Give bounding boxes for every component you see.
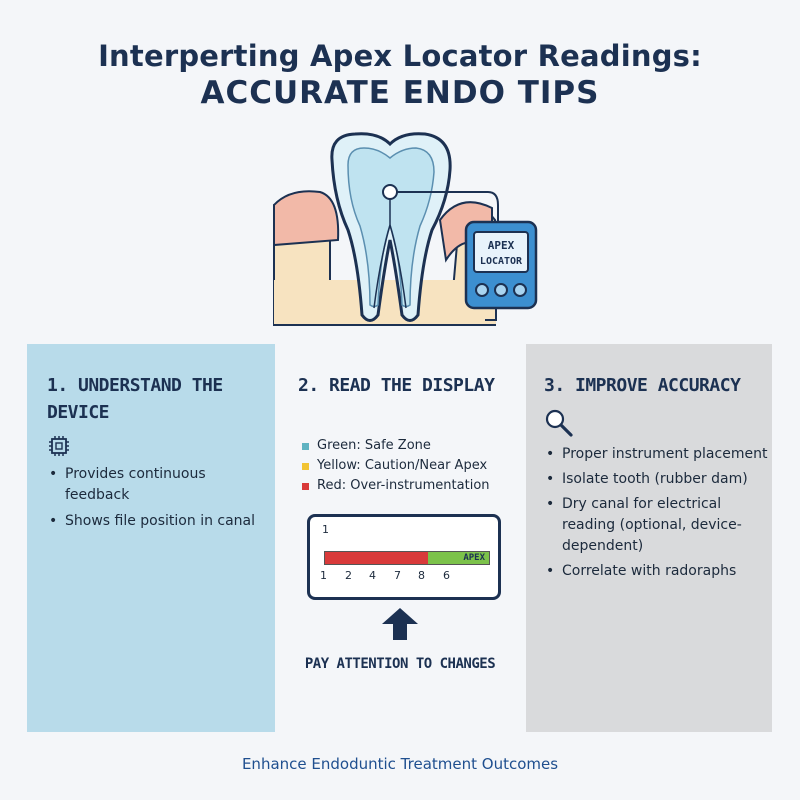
meter-top-number: 1 bbox=[322, 523, 329, 536]
yellow-swatch bbox=[302, 462, 309, 470]
green-swatch bbox=[302, 442, 309, 450]
meter-red-segment bbox=[325, 552, 428, 564]
device-label-1: APEX bbox=[488, 239, 515, 252]
title-line-1: Interperting Apex Locator Readings: bbox=[98, 39, 702, 73]
meter-tick-label: 8 bbox=[418, 569, 425, 582]
list-item: Provides continuous feedback bbox=[47, 464, 272, 506]
magnifier-icon bbox=[545, 409, 573, 437]
meter-tick-label: 6 bbox=[443, 569, 450, 582]
list-item: Isolate tooth (rubber dam) bbox=[544, 469, 769, 490]
wire bbox=[397, 191, 499, 222]
red-swatch bbox=[302, 482, 309, 490]
panel-title: 2. READ THE DISPLAY bbox=[298, 375, 495, 396]
device-button-2 bbox=[494, 283, 508, 297]
meter-ticks: 1 2 4 7 8 6 bbox=[320, 569, 480, 585]
meter-tick-label: 4 bbox=[369, 569, 376, 582]
footer-caption: Enhance Endoduntic Treatment Outcomes bbox=[241, 755, 559, 773]
list-item: Correlate with radoraphs bbox=[544, 561, 769, 582]
arrow-up-icon bbox=[382, 608, 418, 640]
device-button-1 bbox=[475, 283, 489, 297]
legend-item-yellow: Yellow: Caution/Near Apex bbox=[302, 456, 490, 476]
meter-tick-label: 2 bbox=[345, 569, 352, 582]
panel-title: 3. IMPROVE ACCURACY bbox=[544, 375, 741, 396]
panel-title: 1. UNDERSTAND THE DEVICE bbox=[47, 375, 223, 423]
understand-bullets: Provides continuous feedback Shows file … bbox=[47, 464, 272, 537]
page-title: Interperting Apex Locator Readings: ACCU… bbox=[0, 38, 800, 113]
title-line-2: ACCURATE ENDO TIPS bbox=[200, 75, 600, 112]
device-screen bbox=[473, 231, 529, 273]
apex-meter-display: 1 APEX 1 2 4 7 8 6 bbox=[307, 514, 501, 600]
list-item: Dry canal for electrical reading (option… bbox=[544, 494, 769, 557]
meter-bar: APEX bbox=[324, 551, 490, 565]
bone-base bbox=[274, 280, 496, 325]
meter-apex-label: APEX bbox=[463, 553, 485, 563]
list-item: Proper instrument placement bbox=[544, 444, 769, 465]
legend-item-green: Green: Safe Zone bbox=[302, 436, 490, 456]
tooth-apex-locator-illustration: APEX LOCATOR bbox=[273, 132, 538, 326]
improve-bullets: Proper instrument placement Isolate toot… bbox=[544, 444, 769, 586]
list-item: Shows file position in canal bbox=[47, 511, 272, 532]
panel-understand-device: 1. UNDERSTAND THE DEVICE Provides contin… bbox=[27, 344, 275, 732]
sensor-point bbox=[382, 184, 398, 200]
wire-lower bbox=[485, 308, 497, 321]
panel-read-display: 2. READ THE DISPLAY Green: Safe Zone Yel… bbox=[280, 344, 520, 732]
gum-left bbox=[273, 190, 340, 247]
zone-legend: Green: Safe Zone Yellow: Caution/Near Ap… bbox=[302, 436, 490, 496]
device-label-2: LOCATOR bbox=[480, 256, 523, 267]
meter-green-segment bbox=[428, 552, 489, 564]
panel-improve-accuracy: 3. IMPROVE ACCURACY Proper instrument pl… bbox=[526, 344, 772, 732]
chip-icon bbox=[49, 436, 69, 456]
meter-tick-label: 7 bbox=[394, 569, 401, 582]
device-button-3 bbox=[513, 283, 527, 297]
attention-caption: PAY ATTENTION TO CHANGES bbox=[304, 656, 496, 672]
meter-tick-label: 1 bbox=[320, 569, 327, 582]
legend-item-red: Red: Over-instrumentation bbox=[302, 476, 490, 496]
